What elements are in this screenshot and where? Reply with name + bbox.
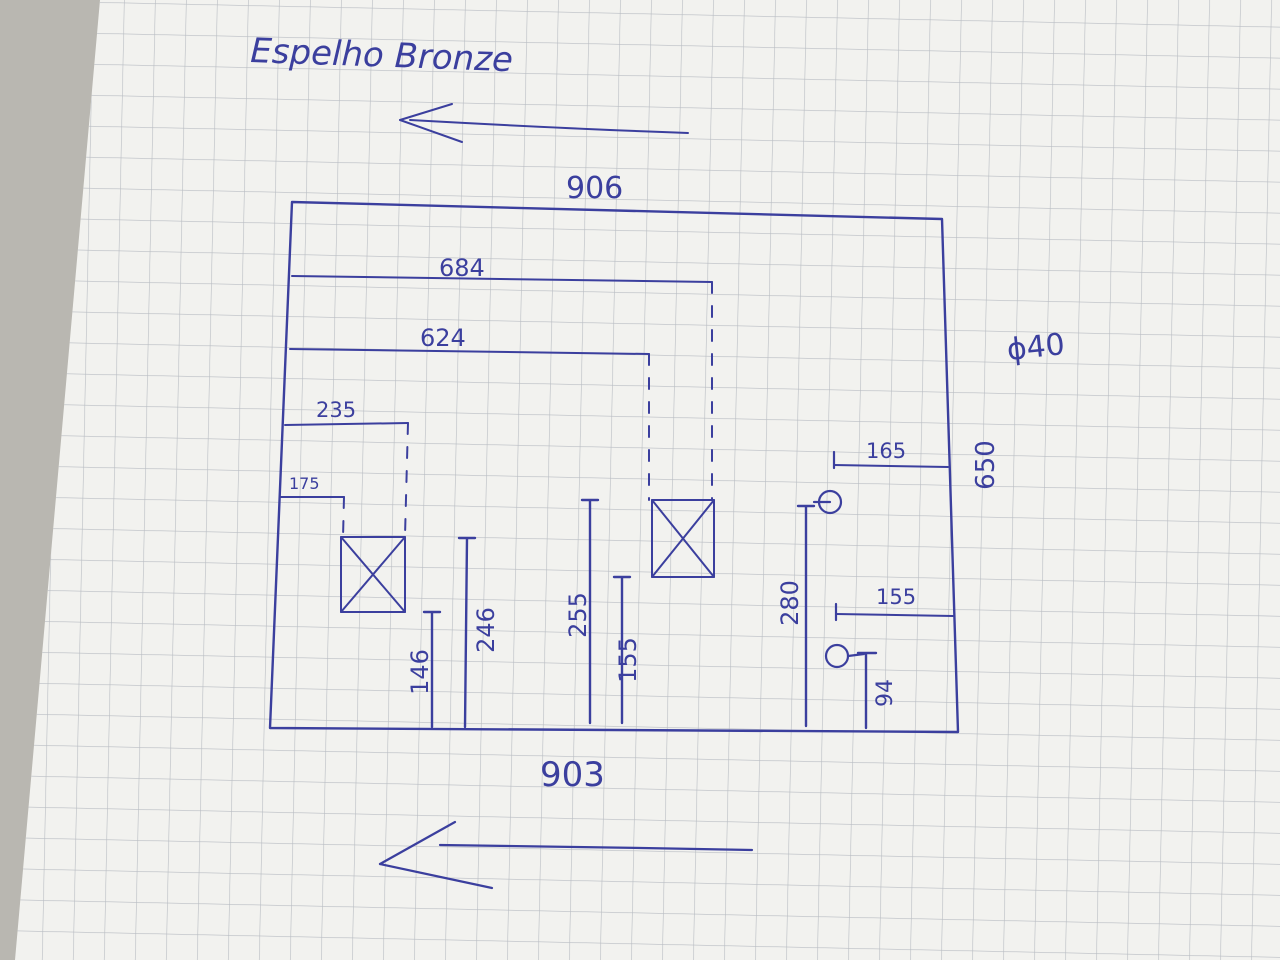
label-top-width: 906	[566, 171, 623, 206]
label-684: 684	[439, 254, 485, 282]
hole-upper-icon	[817, 489, 843, 515]
dimension-line-235	[284, 422, 409, 426]
dimension-line-684	[291, 275, 713, 283]
hole-lower-icon	[824, 643, 850, 669]
vertical-line-255	[580, 498, 600, 725]
dimension-line-165	[833, 464, 949, 468]
top-direction-arrow	[399, 103, 689, 143]
vertical-line-94	[856, 651, 878, 730]
label-280: 280	[776, 580, 804, 626]
hole-tick-upper	[812, 450, 836, 504]
label-255: 255	[564, 592, 592, 638]
label-bottom-width: 903	[540, 755, 605, 795]
electrical-box-left	[340, 536, 406, 613]
label-diameter: ϕ40	[1005, 327, 1066, 368]
sketch-title: Espelho Bronze	[250, 31, 514, 80]
electrical-box-center	[651, 499, 715, 578]
label-94: 94	[873, 679, 898, 707]
vertical-line-246	[457, 536, 477, 729]
grid-pattern	[15, 0, 1280, 960]
label-165: 165	[866, 439, 906, 463]
guide-dash-235	[404, 422, 409, 537]
vertical-line-280	[796, 504, 816, 728]
dimension-line-155-right	[835, 613, 954, 617]
dimension-line-624	[289, 348, 650, 355]
bottom-direction-arrow	[378, 820, 754, 890]
label-175: 175	[289, 474, 320, 493]
label-155-right: 155	[876, 585, 916, 609]
guide-dash-175	[342, 496, 345, 539]
hole-tick-lower	[834, 602, 866, 658]
label-624: 624	[420, 324, 466, 352]
mirror-outline	[268, 200, 960, 734]
label-235: 235	[316, 398, 356, 422]
vertical-line-146	[422, 610, 442, 729]
label-246: 246	[472, 607, 500, 653]
label-155-vertical: 155	[614, 637, 642, 683]
label-right-height: 650	[971, 440, 1001, 490]
label-146: 146	[406, 649, 434, 695]
vertical-line-155	[612, 575, 632, 725]
